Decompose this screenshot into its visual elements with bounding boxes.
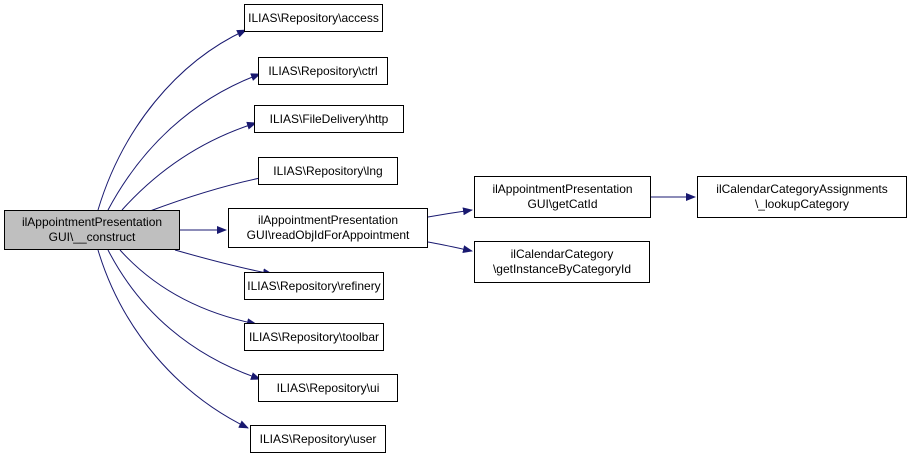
node-refinery-label: ILIAS\Repository\refinery	[247, 278, 381, 293]
edge-construct-to-ctrl	[107, 73, 261, 211]
node-ui-label: ILIAS\Repository\ui	[276, 380, 380, 395]
node-readobj[interactable]: ilAppointmentPresentation GUI\readObjIdF…	[228, 208, 428, 248]
node-getcatid-line-1: ilAppointmentPresentation	[492, 182, 633, 196]
node-refinery[interactable]: ILIAS\Repository\refinery	[244, 272, 384, 300]
node-http-label: ILIAS\FileDelivery\http	[269, 111, 389, 126]
node-getinst-line-1: ilCalendarCategory	[510, 247, 614, 261]
edge-construct-to-user	[97, 249, 249, 429]
node-user-label: ILIAS\Repository\user	[259, 431, 377, 446]
node-toolbar-label: ILIAS\Repository\toolbar	[248, 329, 380, 344]
node-toolbar[interactable]: ILIAS\Repository\toolbar	[244, 323, 384, 351]
edge-construct-to-refinery	[174, 249, 273, 277]
node-lng-label: ILIAS\Repository\lng	[273, 163, 383, 178]
node-construct: ilAppointmentPresentation GUI\__construc…	[4, 210, 180, 250]
node-lng[interactable]: ILIAS\Repository\lng	[258, 157, 398, 185]
node-getinst[interactable]: ilCalendarCategory \getInstanceByCategor…	[474, 241, 650, 283]
node-lookup[interactable]: ilCalendarCategoryAssignments \_lookupCa…	[697, 176, 907, 218]
node-http[interactable]: ILIAS\FileDelivery\http	[254, 105, 404, 133]
node-readobj-line-2: GUI\readObjIdForAppointment	[246, 228, 410, 242]
node-ctrl-label: ILIAS\Repository\ctrl	[268, 63, 378, 78]
edge-readobj-to-getinst	[427, 241, 473, 254]
node-getcatid[interactable]: ilAppointmentPresentation GUI\getCatId	[474, 176, 651, 218]
node-access-label: ILIAS\Repository\access	[248, 10, 379, 25]
edge-construct-to-toolbar	[119, 249, 257, 327]
node-user[interactable]: ILIAS\Repository\user	[250, 425, 386, 453]
node-ctrl[interactable]: ILIAS\Repository\ctrl	[258, 57, 388, 85]
node-construct-line-1: ilAppointmentPresentation	[21, 215, 163, 229]
edge-readobj-to-getcatid	[427, 207, 473, 218]
node-lookup-line-2: \_lookupCategory	[754, 197, 850, 211]
node-construct-line-2: GUI\__construct	[48, 230, 136, 244]
node-readobj-line-1: ilAppointmentPresentation	[257, 213, 399, 227]
node-getcatid-line-2: GUI\getCatId	[527, 197, 598, 211]
node-getinst-line-2: \getInstanceByCategoryId	[492, 262, 632, 276]
edge-construct-to-ui	[107, 249, 261, 380]
node-access[interactable]: ILIAS\Repository\access	[244, 4, 383, 32]
edge-construct-to-access	[97, 29, 247, 211]
edge-construct-to-http	[121, 121, 257, 211]
node-ui[interactable]: ILIAS\Repository\ui	[258, 374, 398, 402]
edge-construct-to-lng	[149, 173, 271, 212]
node-lookup-line-1: ilCalendarCategoryAssignments	[716, 182, 888, 196]
